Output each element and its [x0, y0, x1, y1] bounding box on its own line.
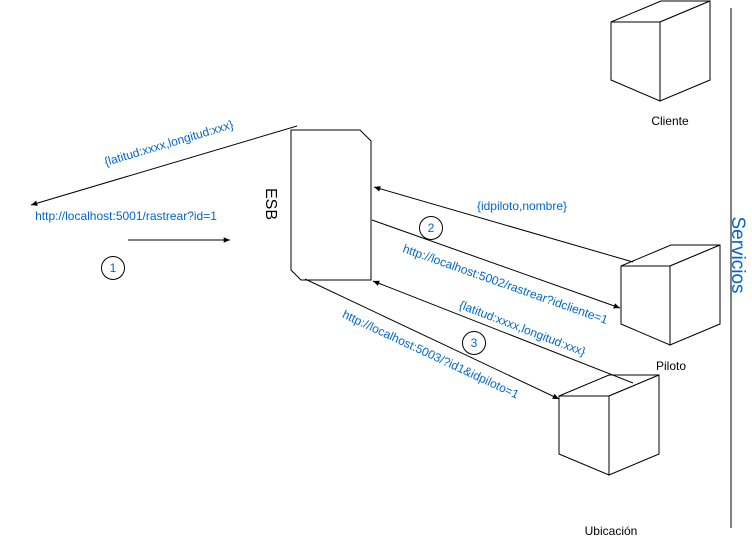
- step-2-badge: 2: [419, 216, 443, 240]
- step-1-number: 1: [110, 261, 117, 275]
- ubicacion-node: Ubicación: [558, 374, 660, 538]
- request-url-label: http://localhost:5001/rastrear?id=1: [35, 209, 217, 223]
- piloto-request-arrow: [371, 219, 621, 309]
- step-1-badge: 1: [101, 256, 125, 280]
- cube-icon: [610, 0, 711, 102]
- ubicacion-request-arrow: [304, 278, 560, 400]
- cliente-label: Cliente: [651, 114, 689, 128]
- esb-shape: [290, 129, 372, 281]
- step-3-number: 3: [471, 336, 478, 350]
- response-arrow-left: [30, 125, 298, 206]
- step-3-badge: 3: [462, 331, 486, 355]
- step-2-number: 2: [428, 221, 435, 235]
- piloto-node: Piloto: [620, 244, 721, 373]
- piloto-response-arrow: [373, 186, 634, 263]
- services-label: Servicios: [727, 216, 748, 293]
- ubicacion-response-arrow: [372, 280, 634, 384]
- piloto-label: Piloto: [656, 359, 686, 373]
- esb-node: ESB: [262, 129, 372, 281]
- cliente-node: Cliente: [610, 0, 711, 128]
- ubicacion-label: Ubicación: [585, 524, 638, 538]
- piloto-response-label: {idpiloto,nombre}: [477, 199, 567, 213]
- response-left-label: {latitud:xxxx,longitud:xxx}: [103, 117, 236, 169]
- esb-label: ESB: [262, 188, 279, 220]
- cube-icon: [620, 244, 721, 346]
- cube-icon: [558, 374, 660, 476]
